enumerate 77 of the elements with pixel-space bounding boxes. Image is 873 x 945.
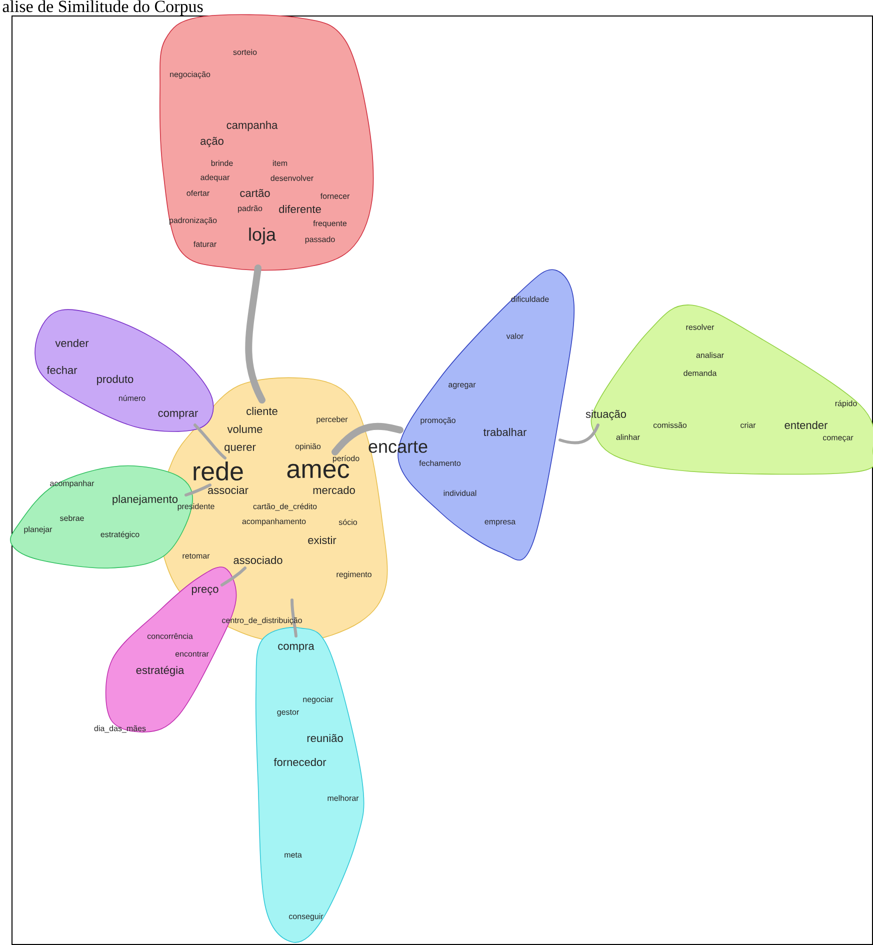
word-label: negociar <box>303 696 334 704</box>
word-label: alinhar <box>616 434 640 440</box>
word-label: gestor <box>277 710 299 716</box>
word-label: estratégico <box>100 531 140 539</box>
word-label: meta <box>284 852 302 858</box>
word-label: trabalhar <box>483 428 527 436</box>
word-label: adequar <box>200 174 230 182</box>
word-label: negociação <box>170 71 210 79</box>
word-label: demanda <box>684 370 717 376</box>
word-label: compra <box>278 644 314 652</box>
word-label: conseguir <box>289 913 324 921</box>
word-label: faturar <box>194 241 216 247</box>
word-label: associar <box>208 486 248 494</box>
word-label: planejamento <box>112 494 178 506</box>
word-label: comissão <box>653 422 687 428</box>
similarity-link <box>194 424 226 460</box>
word-label: valor <box>506 333 524 339</box>
word-label: comprar <box>158 410 198 420</box>
word-label: agregar <box>448 383 476 389</box>
word-label: associado <box>234 556 282 564</box>
word-label: cartão <box>240 189 270 197</box>
word-label: querer <box>224 444 256 454</box>
word-label: existir <box>308 536 336 544</box>
word-label: preço <box>192 586 218 596</box>
word-label: ação <box>200 136 224 148</box>
word-label: produto <box>97 374 134 386</box>
word-label: começar <box>823 436 854 442</box>
word-label: brinde <box>211 160 233 166</box>
word-label: sorteio <box>233 49 257 55</box>
word-label: regimento <box>336 571 372 579</box>
title: alise de Similitude do Corpus <box>2 0 203 16</box>
word-label: melhorar <box>328 795 359 801</box>
word-label: número <box>118 395 146 401</box>
word-label: situação <box>586 410 626 420</box>
word-label: frequente <box>313 220 347 228</box>
word-label: sócio <box>338 519 357 525</box>
word-label: criar <box>740 422 756 428</box>
word-label: perceber <box>316 416 348 424</box>
word-label: padrão <box>238 205 262 213</box>
word-label: entender <box>784 420 828 430</box>
word-label: empresa <box>484 520 516 526</box>
word-label: amec <box>287 464 350 478</box>
word-label: cartão_de_crédito <box>253 503 317 511</box>
word-label: período <box>332 455 360 463</box>
word-label: fornecedor <box>274 758 326 766</box>
word-label: rede <box>194 461 243 481</box>
word-label: fornecer <box>320 193 350 199</box>
word-label: individual <box>444 490 476 496</box>
word-label: retomar <box>182 553 210 559</box>
word-label: desenvolver <box>270 175 314 181</box>
word-label: ofertar <box>186 190 210 196</box>
word-label: mercado <box>313 486 355 494</box>
word-label: reunião <box>307 734 343 742</box>
word-label: loja <box>249 228 276 244</box>
word-label: resolver <box>686 324 714 330</box>
word-label: estratégia <box>136 666 184 676</box>
word-label: encontrar <box>175 651 209 657</box>
word-label: item <box>272 160 288 166</box>
word-label: dificuldade <box>511 296 549 302</box>
word-label: rápido <box>835 400 857 408</box>
word-label: opinião <box>295 443 321 451</box>
similarity-link <box>290 598 298 638</box>
word-label: sebrae <box>60 515 84 521</box>
word-label: campanha <box>226 120 278 132</box>
word-label: planejar <box>24 526 52 534</box>
word-label: fechar <box>46 366 78 374</box>
word-label: cliente <box>246 406 278 416</box>
word-label: padronização <box>170 217 217 225</box>
word-label: diferente <box>279 204 321 214</box>
word-label: analisar <box>696 352 724 358</box>
word-label: promoção <box>420 417 456 425</box>
word-label: concorrência <box>147 633 193 639</box>
word-label: volume <box>227 424 262 434</box>
word-label: fechamento <box>419 460 461 466</box>
word-label: passado <box>305 236 335 244</box>
word-label: vender <box>55 338 89 348</box>
word-label: acompanhamento <box>242 518 306 526</box>
